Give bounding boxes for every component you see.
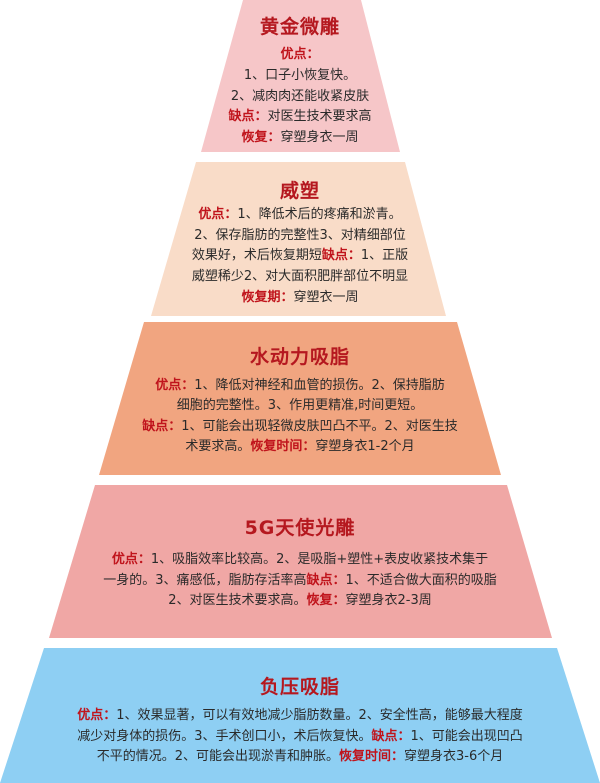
pros-label: 优点：: [155, 378, 195, 393]
tier-title: 水动力吸脂: [249, 346, 350, 368]
pros-label: 优点：: [280, 47, 320, 62]
tier-title: 5G天使光雕: [244, 517, 356, 539]
recovery-label: 恢复：: [241, 130, 281, 145]
pros-text: 1、效果显著，可以有效地减少脂肪数量。2、安全性高，能够最大程度: [116, 708, 523, 723]
tier-line: 一身的。3、痛感低，脂肪存活率高缺点：1、不适合做大面积的吸脂: [49, 570, 552, 591]
cons-text: 1、可能会出现轻微皮肤凹凸不平。2、对医生技: [181, 419, 458, 434]
pros-text: 减少对身体的损伤。3、手术创口小，术后恢复快。: [77, 729, 372, 744]
pros-text: 1、口子小恢复快。: [243, 68, 357, 83]
cons-label: 缺点：: [321, 248, 361, 263]
tier-line: 恢复：穿塑身衣一周: [201, 127, 400, 148]
tier-line: 减少对身体的损伤。3、手术创口小，术后恢复快。缺点：1、可能会出现凹凸: [0, 726, 600, 747]
recovery-text: 穿塑身衣1-2个月: [315, 439, 415, 454]
tier-line: 不平的情况。2、可能会出现淤青和肿胀。恢复时间：穿塑身衣3-6个月: [0, 746, 600, 767]
tier-title: 威塑: [279, 180, 320, 202]
tier-line: 优点：1、吸脂效率比较高。2、是吸脂+塑性+表皮收紧技术集于: [49, 549, 552, 570]
tier-line: 缺点：1、可能会出现轻微皮肤凹凸不平。2、对医生技: [99, 416, 501, 437]
tier-line: 2、减肉肉还能收紧皮肤: [201, 86, 400, 107]
cons-text: 对医生技术要求高: [267, 109, 372, 124]
pros-label: 优点：: [198, 207, 238, 222]
cons-label: 缺点：: [142, 419, 182, 434]
cons-text: 2、对医生技术要求高。: [168, 593, 307, 608]
recovery-label: 恢复：: [306, 593, 346, 608]
pyramid-tier-3: 水动力吸脂 优点：1、降低对神经和血管的损伤。2、保持脂肪 细胞的完整性。3、作…: [99, 322, 501, 475]
recovery-text: 穿塑身衣3-6个月: [404, 749, 504, 764]
recovery-text: 穿塑身衣2-3周: [345, 593, 432, 608]
pyramid-tier-4: 5G天使光雕 优点：1、吸脂效率比较高。2、是吸脂+塑性+表皮收紧技术集于 一身…: [49, 485, 552, 638]
recovery-label: 恢复时间：: [339, 749, 405, 764]
pros-text: 1、吸脂效率比较高。2、是吸脂+塑性+表皮收紧技术集于: [150, 552, 489, 567]
tier-line: 优点：: [201, 44, 400, 65]
recovery-text: 穿塑衣一周: [293, 290, 359, 305]
recovery-label: 恢复期：: [241, 290, 294, 305]
cons-text: 不平的情况。2、可能会出现淤青和肿胀。: [96, 749, 340, 764]
pyramid-tier-2: 威塑 优点：1、降低术后的疼痛和淤青。 2、保存脂肪的完整性3、对精细部位 效果…: [151, 162, 446, 316]
pros-text: 一身的。3、痛感低，脂肪存活率高: [103, 573, 307, 588]
tier-line: 效果好，术后恢复期短缺点：1、正版: [151, 245, 446, 266]
cons-text: 术要求高。: [185, 439, 251, 454]
tier-line: 术要求高。恢复时间：穿塑身衣1-2个月: [99, 436, 501, 457]
tier-line: 2、保存脂肪的完整性3、对精细部位: [151, 225, 446, 246]
pros-text: 1、降低对神经和血管的损伤。2、保持脂肪: [194, 378, 445, 393]
pyramid-tier-5: 负压吸脂 优点：1、效果显著，可以有效地减少脂肪数量。2、安全性高，能够最大程度…: [0, 648, 600, 783]
tier-line: 威塑稀少2、对大面积肥胖部位不明显: [151, 266, 446, 287]
cons-label: 缺点：: [371, 729, 411, 744]
cons-text: 1、可能会出现凹凸: [410, 729, 523, 744]
pyramid-tier-1: 黄金微雕 优点： 1、口子小恢复快。 2、减肉肉还能收紧皮肤 缺点：对医生技术要…: [201, 0, 400, 152]
cons-label: 缺点：: [228, 109, 268, 124]
tier-line: 优点：1、降低对神经和血管的损伤。2、保持脂肪: [99, 375, 501, 396]
pros-text: 2、保存脂肪的完整性3、对精细部位: [194, 228, 406, 243]
cons-text: 1、不适合做大面积的吸脂: [345, 573, 497, 588]
recovery-text: 穿塑身衣一周: [280, 130, 359, 145]
pros-text: 2、减肉肉还能收紧皮肤: [230, 89, 370, 104]
tier-line: 细胞的完整性。3、作用更精准,时间更短。: [99, 395, 501, 416]
recovery-label: 恢复时间：: [250, 439, 316, 454]
pros-text: 细胞的完整性。3、作用更精准,时间更短。: [176, 398, 424, 413]
tier-line: 2、对医生技术要求高。恢复：穿塑身衣2-3周: [49, 590, 552, 611]
cons-text: 1、正版: [360, 248, 409, 263]
pros-text: 效果好，术后恢复期短: [191, 248, 322, 263]
tier-line: 优点：1、效果显著，可以有效地减少脂肪数量。2、安全性高，能够最大程度: [0, 705, 600, 726]
tier-line: 恢复期：穿塑衣一周: [151, 287, 446, 308]
tier-line: 缺点：对医生技术要求高: [201, 106, 400, 127]
pros-label: 优点：: [111, 552, 151, 567]
pros-text: 1、降低术后的疼痛和淤青。: [237, 207, 402, 222]
tier-title: 负压吸脂: [259, 676, 340, 698]
tier-line: 1、口子小恢复快。: [201, 65, 400, 86]
tier-title: 黄金微雕: [259, 16, 340, 38]
pros-label: 优点：: [77, 708, 117, 723]
tier-line: 优点：1、降低术后的疼痛和淤青。: [151, 204, 446, 225]
cons-text: 威塑稀少2、对大面积肥胖部位不明显: [191, 269, 409, 284]
cons-label: 缺点：: [306, 573, 346, 588]
